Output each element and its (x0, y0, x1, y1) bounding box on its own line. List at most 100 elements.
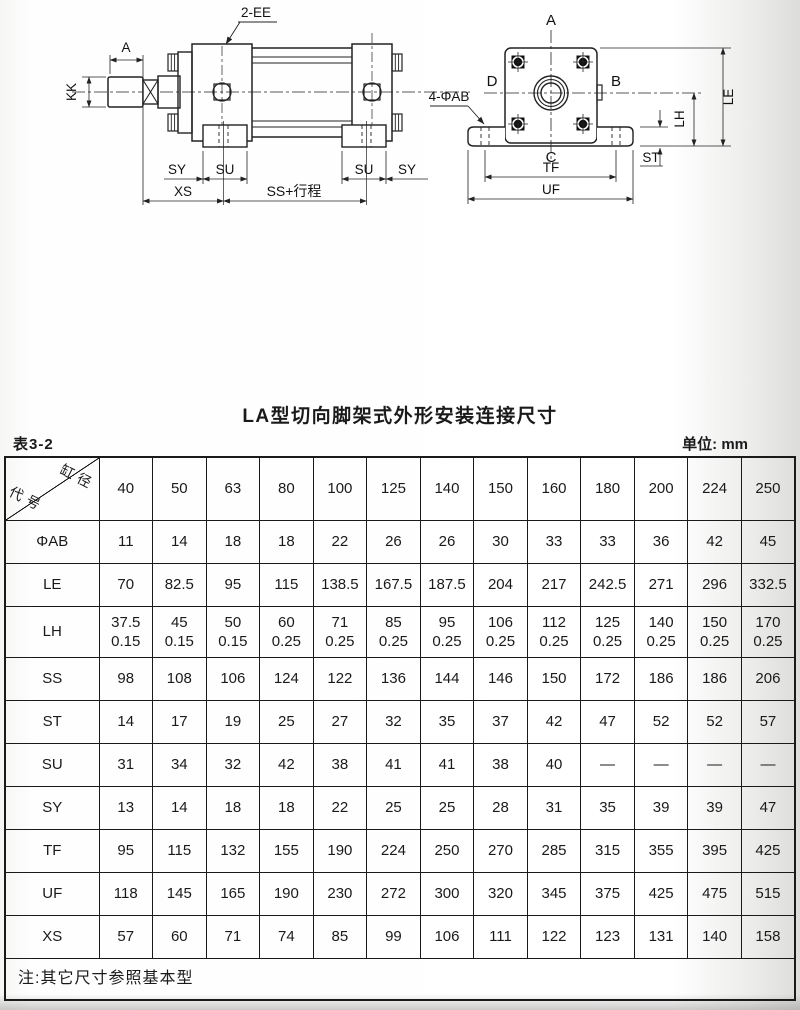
label-left-d: D (487, 73, 498, 90)
dimension-cell: 41 (366, 743, 421, 787)
dimension-cell: 124 (259, 657, 314, 701)
end-view-feet (467, 126, 634, 147)
dimension-cell: 285 (526, 829, 582, 873)
dimension-cell: 146 (473, 657, 528, 701)
dimension-cell: 206 (740, 657, 796, 701)
dimension-cell: 95 0.25 (419, 606, 475, 658)
dimension-cell: 250 (419, 829, 475, 873)
dimension-cell: 425 (633, 872, 689, 916)
dimension-cell: 41 (419, 743, 475, 787)
dimension-cell: — (580, 743, 635, 787)
dimension-cell: 99 (366, 915, 421, 959)
dim-kk-label: KK (64, 83, 79, 101)
bore-column-header: 140 (419, 456, 475, 521)
dimension-cell: 170 0.25 (740, 606, 796, 658)
diagonal-header-cell: 缸径 代号 (4, 456, 100, 521)
dimension-cell: 50 0.15 (205, 606, 261, 658)
row-label: LE (4, 563, 100, 607)
dimension-cell: 475 (687, 872, 742, 916)
dimension-cell: 25 (366, 786, 421, 830)
dimension-cell: 115 (259, 563, 314, 607)
dimension-cell: 27 (312, 700, 368, 744)
row-label: XS (4, 915, 100, 959)
dimension-cell: 111 (473, 915, 528, 959)
dim-uf-label: UF (542, 182, 560, 197)
table-note: 注:其它尺寸参照基本型 (4, 958, 796, 1001)
bottom-dimensions (142, 151, 428, 204)
kk-dimension (82, 76, 106, 108)
dimension-cell: — (687, 743, 742, 787)
dimension-cell: 17 (152, 700, 207, 744)
dimension-cell: 136 (366, 657, 421, 701)
dimension-cell: 60 (152, 915, 207, 959)
bore-column-header: 250 (740, 456, 796, 521)
dimension-cell: 131 (633, 915, 689, 959)
dimension-cell: 95 (205, 563, 261, 607)
dimension-cell: 13 (98, 786, 154, 830)
dimension-cell: — (740, 743, 796, 787)
dimension-cell: 140 0.25 (633, 606, 689, 658)
mounting-foot-right (341, 121, 387, 205)
dimension-cell: 217 (526, 563, 582, 607)
dimension-cell: 52 (687, 700, 742, 744)
dimension-cell: 19 (205, 700, 261, 744)
bore-column-header: 125 (366, 456, 421, 521)
dimension-cell: 32 (205, 743, 261, 787)
dimension-cell: 45 (740, 520, 796, 564)
note-row: 注:其它尺寸参照基本型 (4, 958, 796, 1001)
dimension-cell: 25 (259, 700, 314, 744)
dim-st-label: ST (642, 150, 659, 165)
dimension-cell: 85 (312, 915, 368, 959)
row-label: SY (4, 786, 100, 830)
dimension-cell: 52 (633, 700, 689, 744)
dimension-cell: 18 (259, 786, 314, 830)
dimension-cell: 35 (580, 786, 635, 830)
tie-rod-nuts-right (391, 53, 403, 132)
bore-column-header: 180 (580, 456, 635, 521)
dimension-cell: 39 (687, 786, 742, 830)
dimension-cell: 167.5 (366, 563, 421, 607)
dimension-cell: 37.5 0.15 (98, 606, 154, 658)
dimension-cell: 14 (152, 786, 207, 830)
table-number: 表3-2 (13, 436, 54, 453)
dimension-cell: 38 (312, 743, 368, 787)
dimension-cell: 125 0.25 (580, 606, 635, 658)
dimension-cell: 22 (312, 786, 368, 830)
dimension-cell: 242.5 (580, 563, 635, 607)
dimension-cell: 14 (152, 520, 207, 564)
row-label: SU (4, 743, 100, 787)
end-view-dimensions (467, 47, 731, 204)
rear-port (362, 82, 382, 102)
dimension-cell: 57 (740, 700, 796, 744)
dimension-cell: 320 (473, 872, 528, 916)
dimension-cell: 186 (687, 657, 742, 701)
dimension-cell: 95 (98, 829, 154, 873)
dimension-cell: 395 (687, 829, 742, 873)
dimension-cell: 18 (205, 786, 261, 830)
dimension-cell: 85 0.25 (366, 606, 421, 658)
dimension-cell: 11 (98, 520, 154, 564)
row-label: SS (4, 657, 100, 701)
dimension-cell: 122 (312, 657, 368, 701)
dimension-cell: 272 (366, 872, 421, 916)
dimension-cell: 57 (98, 915, 154, 959)
dimension-cell: 33 (580, 520, 635, 564)
dimension-cell: 71 0.25 (312, 606, 368, 658)
dimension-cell: 14 (98, 700, 154, 744)
row-label: TF (4, 829, 100, 873)
bore-column-header: 200 (633, 456, 689, 521)
dim-su-left-label: SU (216, 162, 235, 177)
dim-su-right-label: SU (355, 162, 374, 177)
row-label: LH (4, 606, 100, 658)
dimension-cell: 118 (98, 872, 154, 916)
dimension-cell: 18 (259, 520, 314, 564)
dimension-cell: 172 (580, 657, 635, 701)
dimension-cell: 190 (312, 829, 368, 873)
bore-column-header: 100 (312, 456, 368, 521)
dimension-cell: 31 (526, 786, 582, 830)
dim-a-label: A (121, 40, 130, 55)
diagonal-label-bore: 缸径 (56, 461, 99, 493)
